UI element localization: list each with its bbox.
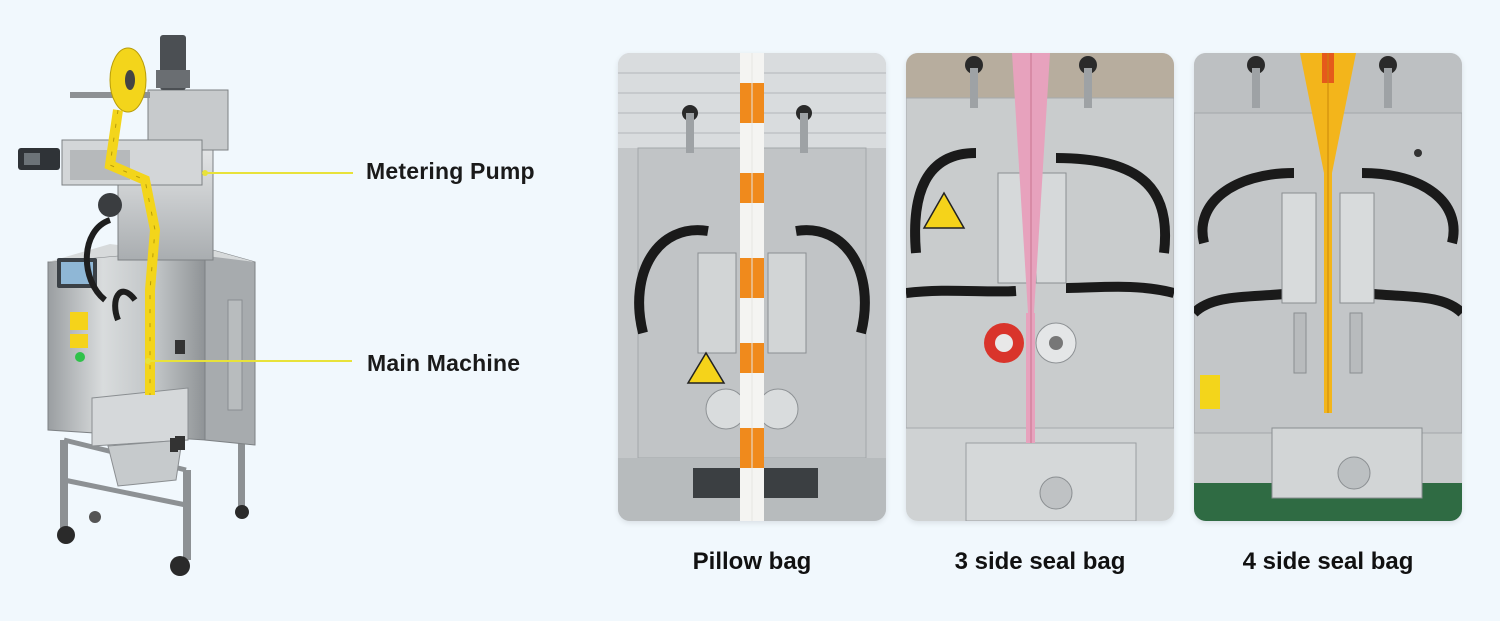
metering-pump-label: Metering Pump [366,158,535,184]
caster-wheel [57,526,75,544]
film-strip [104,109,161,395]
four-side-seal-bag-photo [1194,53,1462,521]
three-side-seal-bag-caption: 3 side seal bag [954,548,1126,575]
indicator-light [75,352,85,362]
packaging-machine-photo: Metering Pump Main Machine [0,0,600,621]
pillow-bag-photo [618,53,886,521]
caster-wheel [235,505,249,519]
three-side-seal-bag-photo [906,53,1174,521]
machine-leg [238,440,245,510]
machine-leg [183,470,191,560]
main-machine-label: Main Machine [367,350,521,376]
machine-illustration [18,35,353,576]
caster-wheel [170,556,190,576]
pillow-bag-caption: Pillow bag [692,548,812,575]
four-side-seal-bag-caption: 4 side seal bag [1242,548,1414,575]
machine-leg [60,440,68,530]
